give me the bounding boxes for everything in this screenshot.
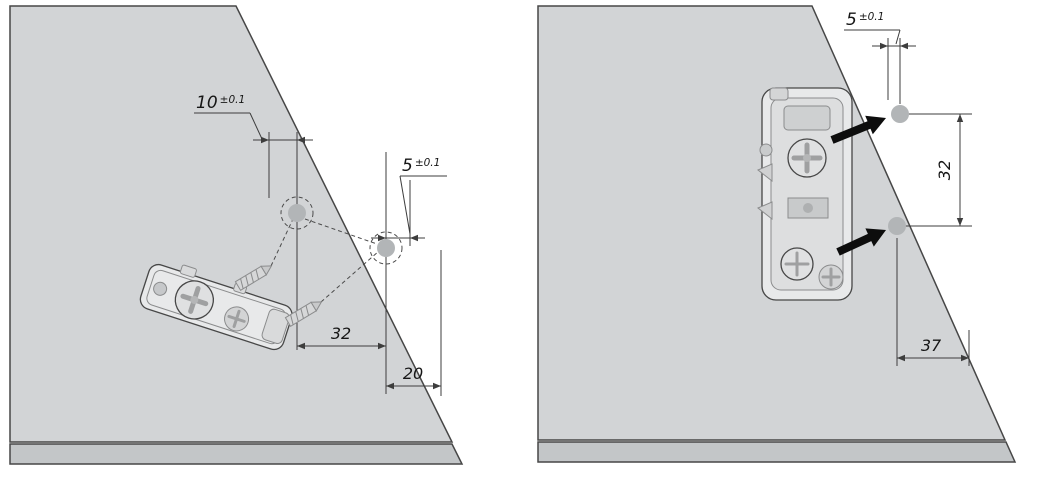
- arrowhead-icon: [961, 354, 969, 362]
- panel-edge-band: [9, 443, 464, 465]
- mounting-arrow-icon: [836, 228, 886, 256]
- drill-hole-marker: [377, 239, 395, 257]
- dimension-label-20: 20: [403, 364, 423, 383]
- panel-edge-band: [537, 441, 1017, 463]
- dashed-projection-line: [304, 218, 378, 245]
- dimension-20: 20: [386, 250, 442, 396]
- leader-line: [895, 29, 901, 45]
- arrowhead-icon: [261, 136, 269, 144]
- screw-center: [803, 154, 811, 162]
- screw-thread: [255, 269, 260, 280]
- plate-end-cap: [261, 308, 290, 345]
- mounting-plate: [757, 87, 853, 301]
- screw-tip: [310, 301, 323, 312]
- leader-line: [249, 112, 263, 140]
- plate-hole: [759, 143, 773, 157]
- drill-hole-marker: [891, 105, 909, 123]
- mounting-plate: [139, 263, 293, 351]
- arrowhead-icon: [900, 42, 908, 50]
- arrowhead-icon: [297, 136, 305, 144]
- arrowhead-icon: [386, 382, 394, 390]
- euro-screw: [284, 301, 323, 327]
- arrowhead-icon: [433, 382, 441, 390]
- dimension-32-right: 32: [905, 113, 972, 227]
- screw-thread: [290, 314, 294, 325]
- euro-screw: [234, 265, 273, 291]
- dimension-label-32: 32: [935, 160, 954, 180]
- screw-thread: [305, 305, 310, 316]
- right-view: 5±0.1 32 37: [537, 5, 1017, 463]
- dimension-5-left: 5±0.1: [371, 152, 447, 394]
- spring-tab: [757, 201, 773, 221]
- left-view: 10±0.1 5±0.1 32 20: [9, 5, 464, 465]
- plate-body: [139, 263, 293, 351]
- arrowhead-icon: [410, 234, 418, 242]
- dimension-label-10: 10±0.1: [196, 93, 245, 113]
- screw-thread: [300, 308, 304, 319]
- drill-hole-tolerance-circle: [280, 196, 314, 230]
- plate-hole: [153, 281, 168, 296]
- arrowhead-icon: [956, 218, 964, 226]
- cam-cross-icon: [232, 309, 241, 329]
- plate-hook: [769, 87, 789, 101]
- dimension-label-37: 37: [921, 336, 942, 355]
- dimension-label-32: 32: [331, 324, 351, 343]
- plate-hole: [803, 203, 813, 213]
- plate-inner-outline: [770, 97, 844, 291]
- dimension-37: 37: [896, 238, 970, 366]
- arrowhead-icon: [880, 42, 888, 50]
- panel-face: [9, 5, 454, 443]
- plate-top-detail: [783, 105, 831, 131]
- arrowhead-icon: [956, 114, 964, 122]
- arrowhead-icon: [378, 234, 386, 242]
- screw-tip: [260, 265, 273, 276]
- arrowhead-icon: [897, 354, 905, 362]
- screw-thread: [245, 275, 249, 286]
- arrowhead-icon: [297, 342, 305, 350]
- screw-center: [190, 295, 199, 304]
- dimension-label-5: 5±0.1: [846, 10, 884, 30]
- leader-line: [399, 175, 411, 235]
- plate-tab: [179, 264, 197, 278]
- screw-thread: [295, 311, 299, 322]
- drill-hole-tolerance-circle: [369, 231, 403, 265]
- dashed-projection-line: [270, 218, 294, 267]
- dimension-32-left: 32: [297, 324, 386, 350]
- dimension-5-right: 5±0.1: [844, 10, 916, 104]
- dashed-projection-line: [320, 250, 380, 303]
- arrowhead-icon: [378, 342, 386, 350]
- mounting-arrow-icon: [830, 115, 886, 144]
- spring-tab: [757, 163, 773, 183]
- screw-thread: [240, 278, 244, 289]
- dimension-label-5: 5±0.1: [402, 156, 440, 176]
- screw-thread: [250, 272, 254, 283]
- drill-hole-marker: [888, 217, 906, 235]
- drill-hole-marker: [288, 204, 306, 222]
